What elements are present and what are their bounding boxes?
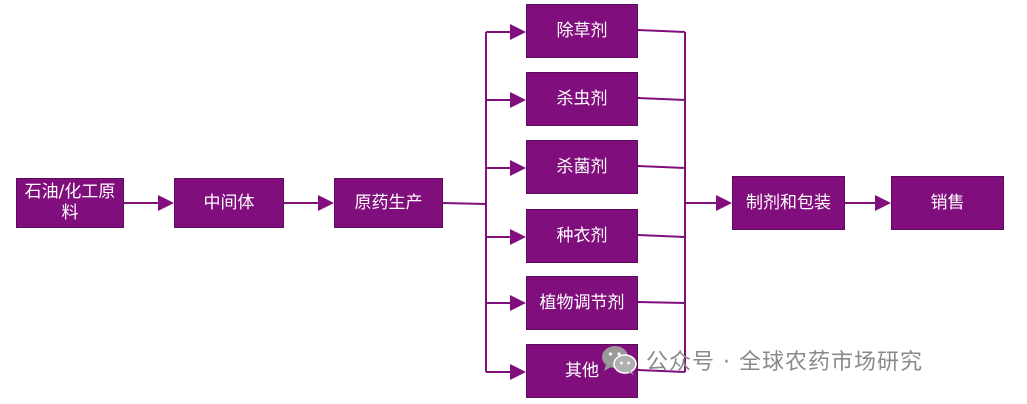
node-label: 植物调节剂 [539,292,625,313]
line-fungicide-out [637,165,686,169]
node-label: 石油/化工原料 [24,182,116,223]
line-seed-treatment-out [637,234,686,238]
node-label: 中间体 [203,192,255,213]
node-label: 种衣剂 [556,225,608,246]
node-insecticide: 杀虫剂 [526,72,638,126]
line-insecticide-out [637,97,686,101]
node-label: 杀虫剂 [556,88,608,109]
node-intermediate: 中间体 [174,178,284,228]
node-label: 制剂和包装 [746,192,831,213]
node-label: 销售 [930,192,965,213]
line-technical-to-trunk [442,202,487,205]
node-plant-growth-regulator: 植物调节剂 [526,276,638,330]
node-technical-production: 原药生产 [334,178,443,228]
node-label: 原药生产 [354,192,423,213]
watermark: 公众号 · 全球农药市场研究 [600,343,923,377]
line-herbicide-out [637,29,686,33]
node-formulation-packaging: 制剂和包装 [732,176,845,230]
node-label: 其他 [565,360,599,381]
wechat-icon [602,346,637,375]
node-sales: 销售 [891,176,1004,230]
node-label: 杀菌剂 [556,156,608,177]
watermark-text: 公众号 · 全球农药市场研究 [646,350,923,375]
node-herbicide: 除草剂 [526,4,638,58]
node-fungicide: 杀菌剂 [526,140,638,194]
line-others-out [637,369,686,373]
line-plant-regulator-out [637,301,686,304]
node-seed-treatment: 种衣剂 [526,209,638,263]
node-label: 除草剂 [556,20,608,41]
node-petrochemical-raw-materials: 石油/化工原料 [16,178,124,228]
